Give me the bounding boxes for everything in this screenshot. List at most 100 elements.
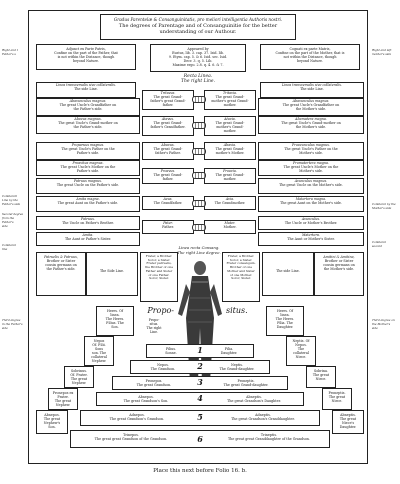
left-stair-title: Abavus magnus. <box>74 117 102 121</box>
left-stair-text: The great Uncle's Father on the Father's… <box>61 147 115 155</box>
margin-right-note: Collateral second <box>372 240 386 248</box>
lower-left-box: Pronepos ex Frater. The great Nephew. <box>48 388 78 410</box>
left-stair-title: Patruus magnus. <box>73 179 103 183</box>
cousin-right-text: Brother or Sister cousin germans on the … <box>323 259 355 271</box>
ancestor-title: Atavia. <box>224 117 236 121</box>
left-stair-row: Abavunculus magnus. The great Uncle's Gr… <box>36 98 140 116</box>
step-number: 5 <box>197 412 203 422</box>
linea-recta-label: Linea recta Consang. The right Line degr… <box>177 245 221 255</box>
left-stair-text: The great Uncle's Grand-mother on the Fa… <box>58 121 118 129</box>
left-stair-title: Proparuus magnus. <box>71 143 105 147</box>
right-stair-row: Abavunculus magnus. The great Uncle's Gr… <box>258 98 364 116</box>
lower-right-text: Neptis. Of Nepos. The collateral Niece. <box>292 339 310 359</box>
lower-left-text: Sobrinus. Of. Frater. The great Nephew. <box>70 369 88 385</box>
sideline-left-text: The Side Line. <box>99 269 125 273</box>
right-stair-text: The Uncle or Mother's Brother. <box>284 221 338 225</box>
right-stair-row: Abamatera magna. The great Uncle's Grand… <box>258 116 364 134</box>
lower-right-text: Heres. Of linea. The Heres. Filia. The D… <box>275 309 295 329</box>
descendant-right: Trineptis. The great great Granddaughter… <box>228 433 310 441</box>
right-stair-title: Linea transversalis sive collateralis. <box>281 83 343 87</box>
cousin-right-title: Amitini & Amitina, <box>323 255 355 259</box>
ancestor-title: Abavus. <box>161 143 175 147</box>
ancestor-right: Avia. The Grandmother. <box>204 196 256 210</box>
left-stair-title: Linea transversalis sive collateralis. <box>55 83 117 87</box>
descendant-right: Abneptis. The great Grandson's Daughter. <box>227 395 281 403</box>
ancestor-title: Atavus. <box>161 117 175 121</box>
margin-left-note: Collateral line <box>2 243 16 251</box>
lower-right-text: Abneptis. The great Niece's Daughter. <box>339 413 357 429</box>
left-stair-row: Abavus magnus. The great Uncle's Grand-m… <box>36 116 140 134</box>
lower-left-text: Pronepos ex Frater. The great Nephew. <box>52 391 74 407</box>
ancestor-title: Mater. <box>224 221 236 225</box>
ancestor-text: The great Grand- father's great Grand- f… <box>150 95 186 107</box>
margin-right-note: Third degree on the Mother's side <box>372 318 395 330</box>
lower-right-text: Proneptis. The great Niece. <box>328 391 346 403</box>
right-stair-text: The great Uncle on the Mother's side. <box>279 183 343 187</box>
header-latin: Gradus Parentelæ & Consanguinitatis, pro… <box>113 17 283 22</box>
scroll-ornament <box>192 224 206 231</box>
descendant-right: Filia. Daughter. <box>220 347 238 355</box>
header-english: The degrees of Parentage and of Consangu… <box>118 23 278 35</box>
right-stair-text: The great Uncle's Mother on the Mother's… <box>283 165 339 173</box>
left-stair-text: The great Uncle on the Father's side. <box>56 183 120 187</box>
right-stair-title: Abavunculus magnus. <box>292 99 330 103</box>
margin-left-note: Third degree in the Father's side <box>2 318 23 330</box>
step-number: 1 <box>197 345 203 355</box>
ancestor-title: Proavus. <box>160 169 176 173</box>
descendant-step: Nepos. The Grandson. Neptis. The Grand-d… <box>130 360 270 374</box>
left-stair-text: The great Aunt on the Father's side. <box>57 201 119 205</box>
right-stair-text: The great Uncle's Grand-mother on the Mo… <box>281 121 341 129</box>
right-stair-text: The great Uncle's Grandfather on the Mot… <box>282 103 340 111</box>
step-number: 4 <box>197 393 203 403</box>
descendant-left: Trinepos. The great great Grandson of th… <box>94 433 168 441</box>
right-stair-title: Abamatera magna. <box>295 117 327 121</box>
descendant-step: Adnepos. The great Grandson's Grandson. … <box>80 410 320 426</box>
descendant-step: Trinepos. The great great Grandson of th… <box>70 430 330 448</box>
ancestor-text: The great Grand- father. <box>153 173 183 181</box>
ancestor-text: The great Grand- mother. <box>215 173 245 181</box>
scroll-ornament <box>192 172 206 179</box>
top-left-text: Adjunct ex Parte Patris, Confine on the … <box>54 47 118 63</box>
sideline-right-text: The side Line. <box>276 269 300 273</box>
left-stair-row: Amita. The Aunt or Father's Sister. <box>36 232 140 246</box>
descendant-left: Adnepos. The great Grandson's Grandson. <box>109 413 165 421</box>
right-stair-row: Matertera. The Aunt or Mother's Sister. <box>258 232 364 246</box>
lower-left-text: Nepos Of. Filii. Sons son. The collatera… <box>91 339 107 363</box>
ancestor-right: Mater. Mother. <box>204 220 256 234</box>
descendant-left: Filius. Sonne. <box>165 347 177 355</box>
step-number: 6 <box>197 434 203 444</box>
ancestor-title: Avia. <box>225 197 235 201</box>
siblings-right-box: Frater, a Brother. Soror, a Sister. Frat… <box>222 252 260 302</box>
lower-left-box: Heres. Of linea. The Heres. Filius. The … <box>96 306 134 336</box>
ancestor-right: Tritavia. The great Grand- mother's grea… <box>204 90 256 110</box>
cousin-right-box: Amitini & Amitina, Brother or Sister cou… <box>314 252 364 296</box>
left-stair-row: Patruus. The Uncle on Father's Brother. <box>36 216 140 230</box>
ancestor-left: Pater. Father. <box>142 220 194 234</box>
right-stair-text: The great Aunt on the Mother's side. <box>280 201 342 205</box>
left-stair-title: Amita. <box>82 233 94 237</box>
descendant-right: Adneptis. The great Grandson's Granddaug… <box>231 413 295 421</box>
right-stair-title: Matertera. <box>301 233 321 237</box>
margin-left-note: Right and t Father's s <box>2 48 18 56</box>
descendant-right: Neptis. The Grand-daughter. <box>219 363 255 371</box>
step-number: 2 <box>197 361 203 371</box>
ancestor-text: Father. <box>162 225 174 229</box>
right-stair-text: The Aunt or Mother's Sister. <box>287 237 335 241</box>
siblings-left-box: Frater, a Brother. Soror, a Sister. Frat… <box>140 252 178 302</box>
propositus-label-left: Propo- <box>147 306 174 315</box>
descendant-step: Filius. Sonne. Filia. Daughter. <box>146 344 254 358</box>
left-stair-title: Proavitus magnus. <box>72 161 104 165</box>
right-stair-text: The side Line. <box>300 87 324 91</box>
lower-right-box: Neptis. Of Nepos. The collateral Niece. <box>286 336 316 366</box>
left-stair-text: The Uncle on Father's Brother. <box>62 221 114 225</box>
right-stair-row: Avunculus. The Uncle or Mother's Brother… <box>258 216 364 230</box>
lower-right-box: Proneptis. The great Niece. <box>322 388 352 410</box>
siblings-right-text: Frater, a Brother. Soror, a Sister. Frat… <box>226 254 256 281</box>
margin-right-note: Collateral by the Mother's side <box>372 202 396 210</box>
right-stair-row: Promatertera magna. The great Uncle's Mo… <box>258 160 364 176</box>
descendant-step: Abnepos. The great Grandson's Son. Abnep… <box>96 392 304 406</box>
cousin-left-title: Patruelis & Patruus, <box>44 255 78 259</box>
lower-right-box: Sobrina. The great Niece. <box>306 366 336 388</box>
cousin-left-text: Brother or Sister cousin germans on the … <box>45 259 77 271</box>
ancestor-left: Atavus. The great Grand- father's Grandf… <box>142 116 194 136</box>
